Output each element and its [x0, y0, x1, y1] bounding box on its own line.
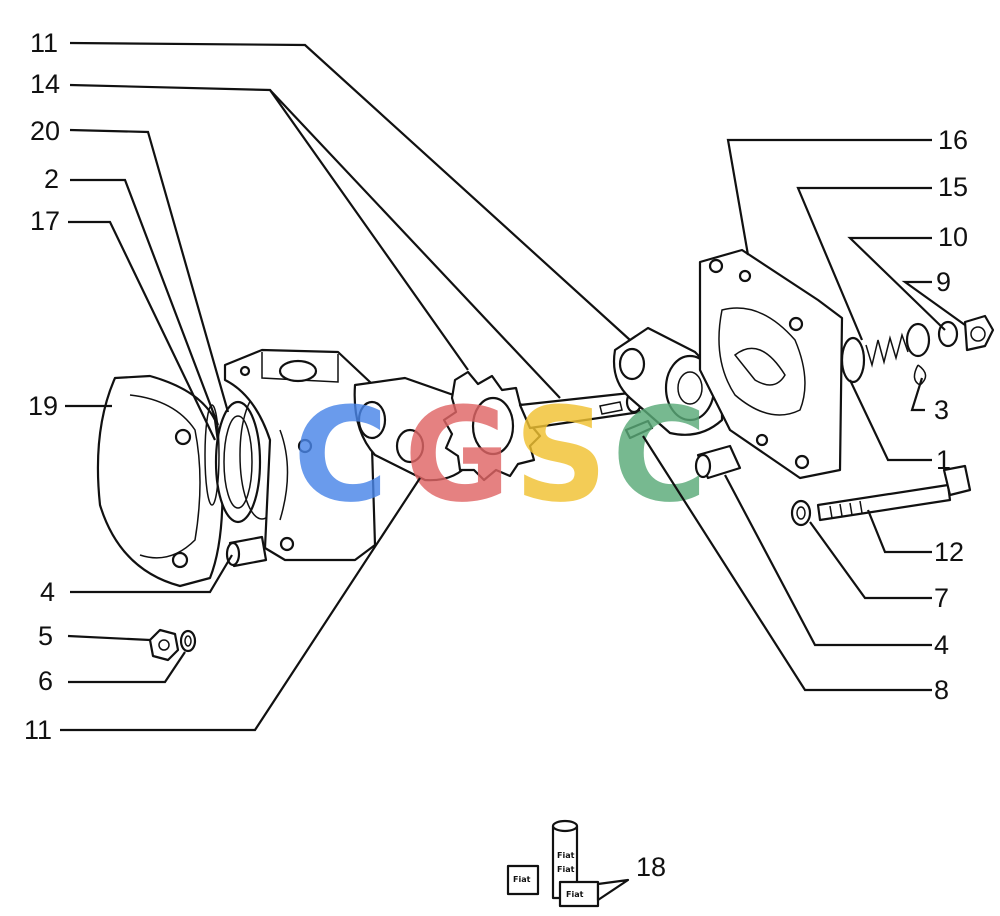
callout-4-left: 4 — [40, 577, 55, 607]
part-key — [624, 419, 654, 440]
callout-15: 15 — [938, 172, 968, 202]
callout-8: 8 — [934, 675, 949, 705]
watermark-letter-c1: C — [293, 379, 388, 531]
callout-9: 9 — [936, 267, 951, 297]
part-rear-cover — [96, 374, 224, 588]
callout-3: 3 — [934, 395, 949, 425]
kit-label-1: Fiat — [557, 851, 575, 860]
part-front-cover — [698, 248, 844, 480]
part-dowel-right — [694, 444, 742, 480]
watermark-letter-s: S — [514, 379, 608, 531]
part-pump-body — [223, 348, 377, 562]
kit-label-4: Fiat — [566, 890, 584, 899]
part-nut-washer — [148, 628, 197, 662]
callout-11-top: 11 — [30, 28, 58, 58]
callout-10: 10 — [938, 222, 968, 252]
callout-20: 20 — [30, 116, 60, 146]
callout-12: 12 — [934, 537, 964, 567]
part-bolt — [790, 464, 972, 527]
watermark: C G S C — [293, 379, 707, 531]
kit-label-2: Fiat — [557, 865, 575, 874]
callout-1: 1 — [936, 445, 951, 475]
kit-label-3: Fiat — [513, 875, 531, 884]
callout-6: 6 — [38, 666, 53, 696]
callout-16: 16 — [938, 125, 968, 155]
part-dowel-left — [225, 535, 268, 568]
leader-lines — [60, 41, 966, 732]
callout-4-right: 4 — [934, 630, 949, 660]
callout-19: 19 — [28, 391, 58, 421]
watermark-letter-c2: C — [612, 379, 707, 531]
part-drive-gear — [442, 370, 542, 482]
part-kit: Fiat Fiat Fiat Fiat — [506, 819, 630, 908]
callout-2: 2 — [44, 164, 59, 194]
callout-7: 7 — [934, 583, 949, 613]
callout-18: 18 — [636, 852, 666, 882]
callout-5: 5 — [38, 621, 53, 651]
callouts-left: 11 14 20 2 17 19 4 5 6 11 — [24, 28, 60, 745]
callout-17: 17 — [30, 206, 60, 236]
callout-11-bottom: 11 — [24, 715, 52, 745]
callouts-right: 16 15 10 9 3 1 12 7 4 8 — [934, 125, 968, 705]
part-relief-valve — [840, 314, 995, 386]
callout-14: 14 — [30, 69, 60, 99]
watermark-letter-g: G — [404, 379, 511, 531]
